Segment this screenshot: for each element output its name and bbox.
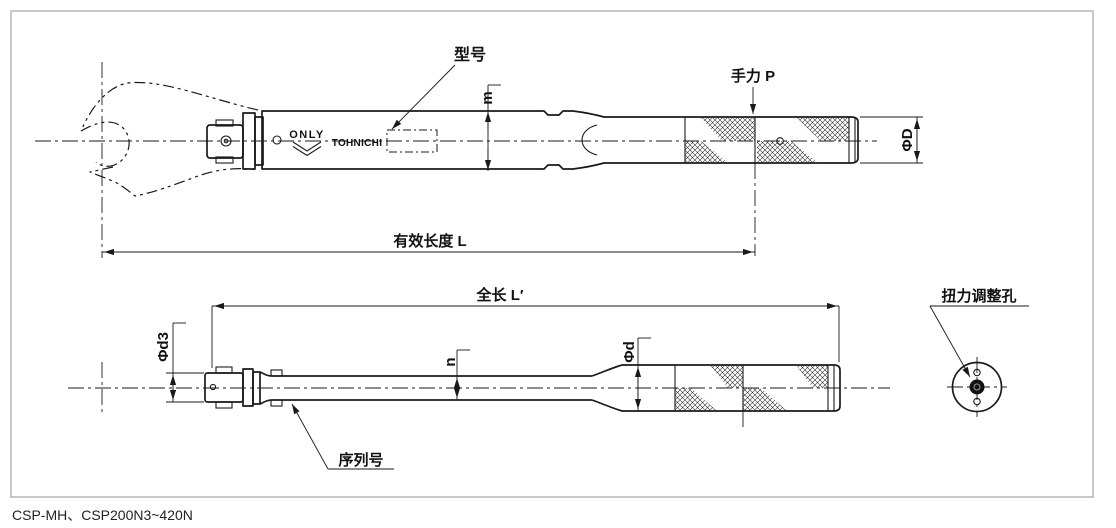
- end-hole-top: [973, 368, 981, 377]
- hand-force-label: 手力 P: [731, 67, 775, 85]
- top-view: ONLY TOHNICHI 型号 m 手力 P ΦD: [35, 46, 923, 258]
- dim-m-label: m: [479, 91, 496, 104]
- model-label: 型号: [454, 46, 486, 64]
- serial-number-callout: 序列号: [291, 403, 394, 470]
- dim-phi-D-label: ΦD: [899, 128, 916, 151]
- dim-phi-d3-label: Φd3: [155, 332, 172, 362]
- dim-effective-length: 有效长度 L: [102, 232, 755, 256]
- dim-m: m: [479, 84, 501, 171]
- serial-number-label: 序列号: [338, 451, 383, 469]
- grip-knurl-top: [685, 117, 849, 163]
- effective-length-label: 有效长度 L: [393, 232, 466, 250]
- square-drive-bottom: [204, 366, 283, 409]
- dim-phi-d-label: Φd: [621, 341, 638, 362]
- only-down-chevron-icon: [292, 141, 322, 157]
- torque-adjust-hole: [969, 379, 985, 395]
- dim-n: n: [442, 349, 470, 400]
- bottom-view: 全长 L′ Φd3 n Φd: [68, 286, 890, 470]
- grip-knurl-bottom: [675, 365, 828, 411]
- only-marking: ONLY: [289, 129, 325, 141]
- body-hole: [272, 135, 282, 145]
- model-marking-box: [386, 129, 438, 153]
- brand-logo: TOHNICHI: [332, 138, 383, 149]
- caption: CSP-MH、CSP200N3~420N: [12, 507, 193, 523]
- diagram-frame: [10, 10, 1094, 498]
- wrench-body-top: [261, 110, 859, 170]
- dim-phi-d3: Φd3: [155, 322, 204, 403]
- model-leader: [391, 64, 456, 130]
- overall-length-label: 全长 L′: [476, 286, 524, 304]
- end-hole-bottom: [973, 397, 981, 406]
- dim-overall-length: 全长 L′: [211, 286, 840, 368]
- dim-phi-D: ΦD: [860, 116, 923, 164]
- pivot-curve: [581, 124, 598, 156]
- torque-adjust-hole-label: 扭力调整孔: [941, 287, 1016, 305]
- dim-n-label: n: [442, 357, 459, 366]
- square-drive-top: [206, 112, 264, 170]
- dim-phi-d: Φd: [621, 337, 651, 411]
- open-end-head-phantom: [80, 81, 259, 197]
- torque-hole-leader: [929, 305, 971, 378]
- end-view: 扭力调整孔: [929, 287, 1029, 417]
